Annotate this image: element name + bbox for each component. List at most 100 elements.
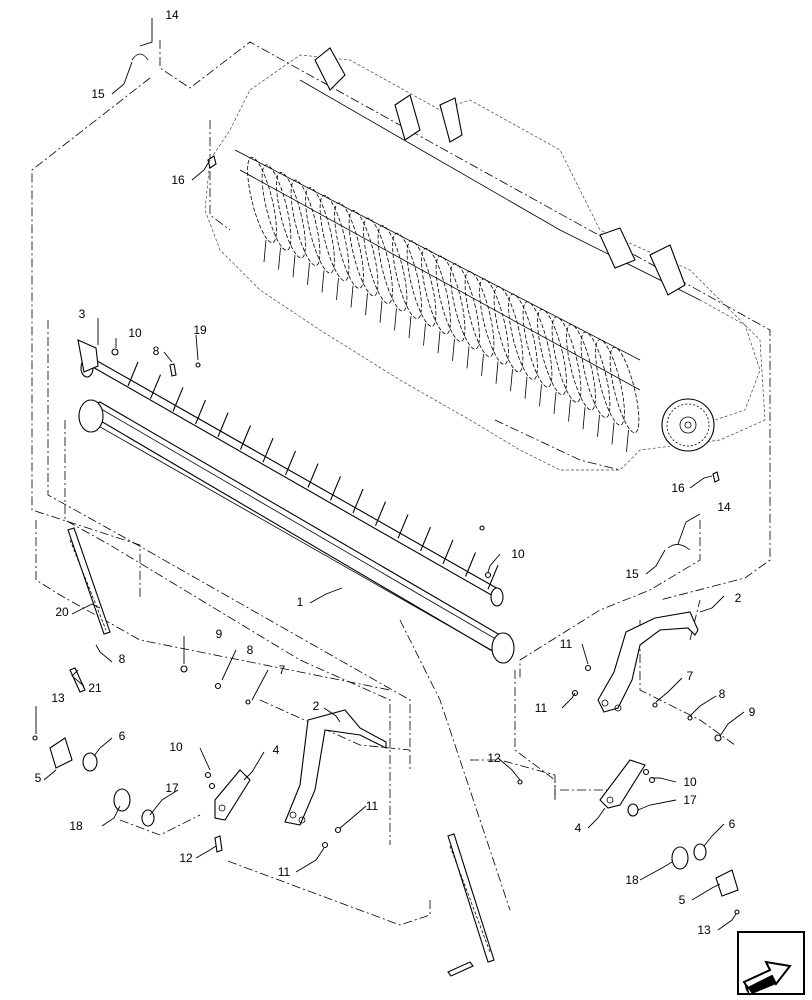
rotor-tine xyxy=(539,384,542,407)
rotor-tine xyxy=(263,239,267,263)
rotor-tine xyxy=(452,338,455,361)
tine-finger xyxy=(419,526,432,552)
tine-fingers xyxy=(127,361,499,590)
rotor-tine xyxy=(336,277,339,301)
callout-9: 9 xyxy=(749,705,756,719)
rotor-tine xyxy=(379,300,383,323)
callout-labels: 14 15 16 3 10 19 8 1 20 8 21 14 16 15 10… xyxy=(35,8,756,937)
rotor-tine-ring xyxy=(348,210,379,297)
rotor-tine xyxy=(582,407,586,430)
rotor-tine xyxy=(466,346,470,369)
tine-finger xyxy=(127,361,139,387)
tine-finger xyxy=(262,437,274,463)
callout-13: 13 xyxy=(697,923,711,937)
rotor-tine-ring xyxy=(479,278,509,365)
callout-8: 8 xyxy=(719,687,726,701)
callout-9: 9 xyxy=(216,627,223,641)
tine-finger xyxy=(284,450,297,476)
callout-20: 20 xyxy=(55,605,69,619)
callout-15: 15 xyxy=(625,567,639,581)
rotor-tine-ring xyxy=(290,179,321,266)
rotor-tine-ring xyxy=(493,286,524,373)
callout-11: 11 xyxy=(535,701,548,715)
rotor-tine xyxy=(292,255,296,278)
callout-18: 18 xyxy=(625,873,639,887)
rotor-tine-ring xyxy=(406,240,437,327)
callout-7: 7 xyxy=(687,669,694,683)
rotor-tine-ring xyxy=(247,156,277,244)
tine-finger xyxy=(149,374,162,399)
callout-11: 11 xyxy=(366,799,379,813)
rotor-tine xyxy=(423,323,426,346)
rotor-tine-ring xyxy=(334,202,364,289)
callout-8: 8 xyxy=(119,652,126,666)
rotor-tine-ring xyxy=(363,217,393,304)
tine-finger xyxy=(329,476,342,501)
rotor-tine-ring xyxy=(595,339,625,426)
tine-finger xyxy=(442,539,454,565)
callout-6: 6 xyxy=(729,817,736,831)
callout-7: 7 xyxy=(279,663,286,677)
callout-13: 13 xyxy=(51,691,65,705)
tine-bar xyxy=(80,357,504,607)
rotor-tine-ring xyxy=(377,225,408,312)
callout-3: 3 xyxy=(79,307,86,321)
callout-14: 14 xyxy=(165,8,179,22)
rotor-tine-ring xyxy=(276,172,306,259)
rotor-tine-ring xyxy=(609,346,640,434)
callout-8: 8 xyxy=(247,643,254,657)
callout-11: 11 xyxy=(560,637,573,651)
rotor-tine-ring xyxy=(392,232,422,320)
callout-4: 4 xyxy=(273,743,280,757)
callout-5: 5 xyxy=(35,771,42,785)
leader-lines xyxy=(35,18,745,931)
spring-clips xyxy=(131,53,691,551)
rotor-tine xyxy=(365,293,368,316)
rotor-tine-ring xyxy=(261,164,292,251)
callout-10: 10 xyxy=(683,775,697,789)
callout-14: 14 xyxy=(717,500,731,514)
roller xyxy=(78,399,515,664)
callout-11: 11 xyxy=(278,865,291,879)
rotor-tine-ring xyxy=(421,248,451,335)
callout-15: 15 xyxy=(91,87,105,101)
tine-finger xyxy=(397,514,409,539)
tine-finger xyxy=(374,501,387,526)
rotor-tine xyxy=(611,422,615,445)
direction-arrow-icon xyxy=(737,931,805,996)
rotor-tine-ring xyxy=(319,194,350,282)
callout-2: 2 xyxy=(735,591,742,605)
callout-16: 16 xyxy=(171,173,185,187)
drive-sprocket xyxy=(661,398,715,452)
rotor-tine xyxy=(510,369,513,392)
rotor-tine xyxy=(481,353,484,377)
rotor-tine-rings xyxy=(247,156,640,453)
assembly-boundary-lines xyxy=(31,40,771,926)
tine-finger xyxy=(217,412,229,438)
tine-finger xyxy=(307,463,319,488)
rotor-tine xyxy=(307,262,310,285)
rotor-tine-ring xyxy=(580,331,611,418)
rotor-tine-ring xyxy=(508,293,538,380)
callout-12: 12 xyxy=(487,751,501,765)
pickup-rotor-assembly xyxy=(204,47,766,471)
rotor-tine xyxy=(350,285,354,308)
callout-5: 5 xyxy=(679,893,686,907)
callout-17: 17 xyxy=(165,781,179,795)
rotor-tine xyxy=(394,308,397,331)
callout-6: 6 xyxy=(119,729,126,743)
callout-16: 16 xyxy=(671,481,685,495)
rotor-tine-ring xyxy=(551,316,582,403)
rotor-tine xyxy=(495,361,499,384)
rotor-tine-ring xyxy=(450,263,480,350)
callout-12: 12 xyxy=(179,851,193,865)
tine-finger xyxy=(464,552,477,577)
tine-finger xyxy=(172,387,184,412)
tine-finger xyxy=(352,488,364,514)
tine-finger xyxy=(239,425,252,450)
callout-8: 8 xyxy=(153,344,160,358)
callout-10: 10 xyxy=(511,547,525,561)
rotor-tine xyxy=(408,315,412,339)
rotor-tine xyxy=(568,399,571,422)
